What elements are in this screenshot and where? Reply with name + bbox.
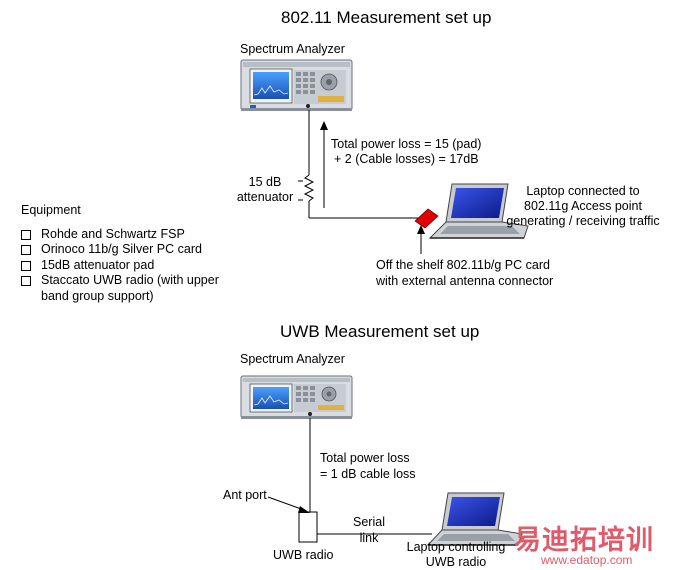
bottom-title: UWB Measurement set up [280, 322, 480, 341]
serial-link-label-line1: Serial [353, 515, 385, 529]
arrow-up-icon [417, 225, 425, 234]
power-loss-top-line1: Total power loss = 15 (pad) [331, 137, 482, 151]
arrow-icon [298, 506, 310, 513]
equipment-list: Equipment Rohde and Schwartz FSP Orinoco… [21, 203, 226, 304]
laptop-top-label-line1: Laptop connected to [526, 184, 640, 198]
laptop-top-label-line2: 802.11g Access point [524, 199, 642, 213]
top-title: 802.11 Measurement set up [281, 8, 492, 27]
pc-card-label-line1: Off the shelf 802.11b/g PC card [376, 258, 550, 272]
spectrum-analyzer-top-label: Spectrum Analyzer [240, 42, 345, 56]
arrow-up-icon [320, 121, 328, 130]
uwb-radio-label: UWB radio [273, 548, 334, 562]
watermark-url: www.edatop.com [541, 553, 633, 567]
laptop-top-icon [428, 183, 529, 239]
checkbox-icon [21, 245, 31, 255]
checkbox-icon [21, 276, 31, 286]
equipment-item: Orinoco 11b/g Silver PC card [21, 242, 226, 258]
equipment-item: Rohde and Schwartz FSP [21, 227, 226, 243]
equipment-item: Staccato UWB radio (with upper band grou… [21, 273, 226, 304]
attenuator-label-line2: attenuator [236, 190, 294, 204]
power-loss-bottom-line1: Total power loss [320, 451, 410, 465]
spectrum-analyzer-top-icon [240, 59, 353, 111]
attenuator-resistor-icon [303, 174, 315, 202]
pc-card-label-line2: with external antenna connector [376, 274, 554, 288]
watermark-logo: 易迪拓培训 [514, 525, 654, 556]
attenuator-label-line1: 15 dB [248, 175, 282, 189]
power-loss-top-line2: + 2 (Cable losses) = 17dB [334, 152, 479, 166]
laptop-bottom-label-line2: UWB radio [425, 555, 487, 569]
ant-port-label: Ant port [223, 488, 267, 502]
equipment-item: 15dB attenuator pad [21, 258, 226, 274]
power-loss-bottom-line2: = 1 dB cable loss [320, 467, 416, 481]
checkbox-icon [21, 260, 31, 271]
spectrum-analyzer-bottom-icon [240, 375, 353, 419]
pc-card-icon [414, 208, 439, 229]
laptop-top-label-line3: generating / receiving traffic [506, 214, 660, 228]
serial-link-label-line2: link [359, 531, 379, 545]
laptop-bottom-label-line1: Laptop controlling [406, 540, 506, 554]
spectrum-analyzer-bottom-label: Spectrum Analyzer [240, 352, 345, 366]
uwb-radio-box [298, 511, 318, 543]
checkbox-icon [21, 229, 31, 240]
laptop-bottom-icon [426, 492, 523, 546]
equipment-heading: Equipment [21, 203, 81, 217]
